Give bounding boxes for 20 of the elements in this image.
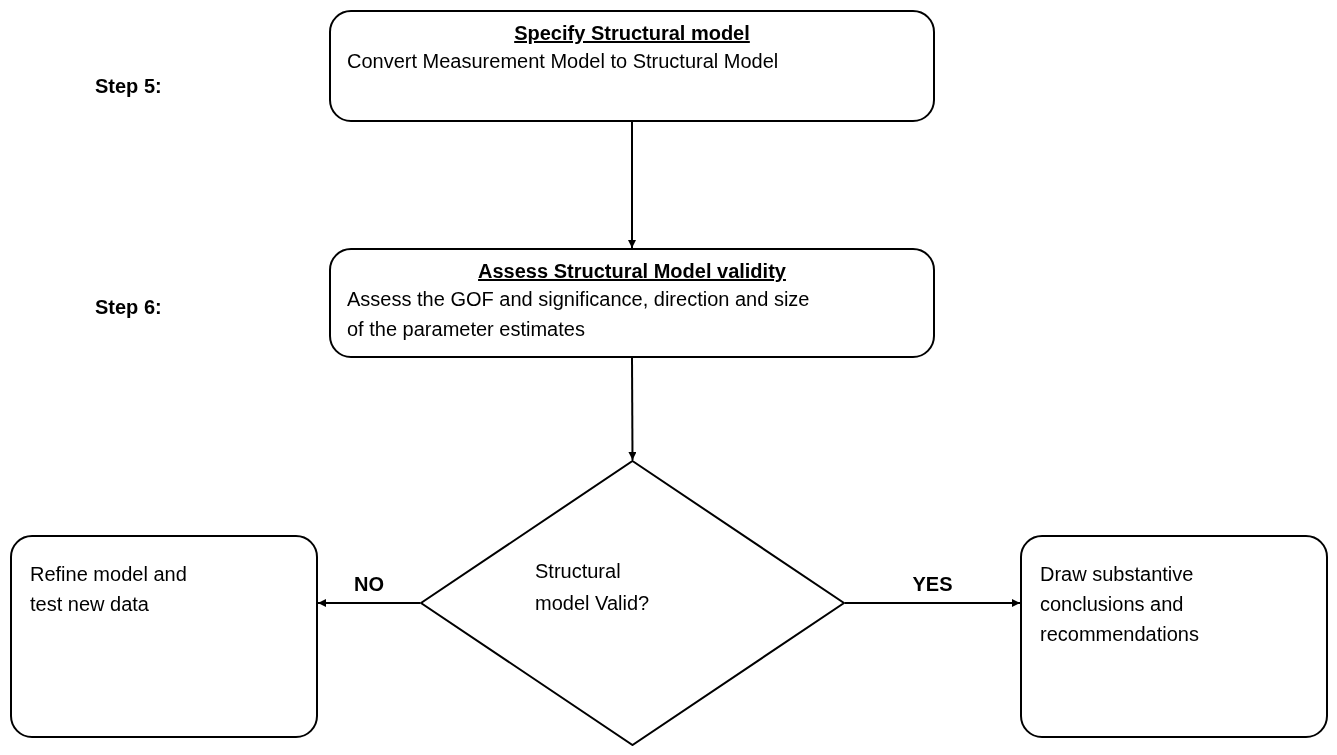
step-label: Step 5: xyxy=(95,75,162,98)
box-text: Assess the GOF and significance, direction and size of the parameter estimates xyxy=(347,287,811,342)
box-text: Convert Measurement Model to Structural Model xyxy=(347,49,780,74)
arrow xyxy=(844,599,1021,607)
arrow xyxy=(317,599,421,607)
step-label: Step 6: xyxy=(95,296,162,319)
arrow xyxy=(628,357,637,461)
decision-text: Structural model Valid? xyxy=(535,559,651,616)
edge-label: YES xyxy=(911,573,954,596)
decision-diamond xyxy=(420,460,845,746)
edge-label: NO xyxy=(353,573,385,596)
process-box xyxy=(1020,535,1328,738)
box-text: Refine model and test new data xyxy=(30,562,188,617)
process-box xyxy=(329,248,935,358)
arrow xyxy=(628,121,636,249)
box-heading: Assess Structural Model validity xyxy=(477,259,787,284)
box-heading: Specify Structural model xyxy=(513,21,751,46)
box-text: Draw substantive conclusions and recommendations xyxy=(1040,562,1200,647)
process-box xyxy=(329,10,935,122)
process-box xyxy=(10,535,318,738)
